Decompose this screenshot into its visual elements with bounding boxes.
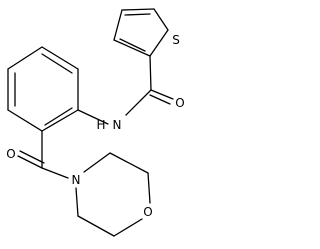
benzene-ring: [7, 46, 79, 132]
sulfur-atom-label: S: [172, 33, 180, 47]
carbonyl-oxygen-label: O: [6, 147, 15, 161]
morpholine-ring: [75, 152, 151, 237]
morpholine-nitrogen-label: N: [72, 173, 81, 187]
morpholine-oxygen-label: O: [143, 205, 152, 219]
molecule-drawing: S O N H O N O: [6, 8, 185, 237]
amide-oxygen-label: O: [175, 96, 184, 110]
thiophene-ring: [113, 8, 169, 57]
amide-linker: [77, 55, 174, 125]
amide-hydrogen-label: H: [96, 118, 105, 132]
amide-nitrogen-label: N: [113, 118, 122, 132]
morpholine-carbonyl: [17, 130, 69, 179]
structure-canvas: S O N H O N O: [6, 8, 185, 237]
atom-labels: S O N H O N O: [6, 33, 184, 219]
